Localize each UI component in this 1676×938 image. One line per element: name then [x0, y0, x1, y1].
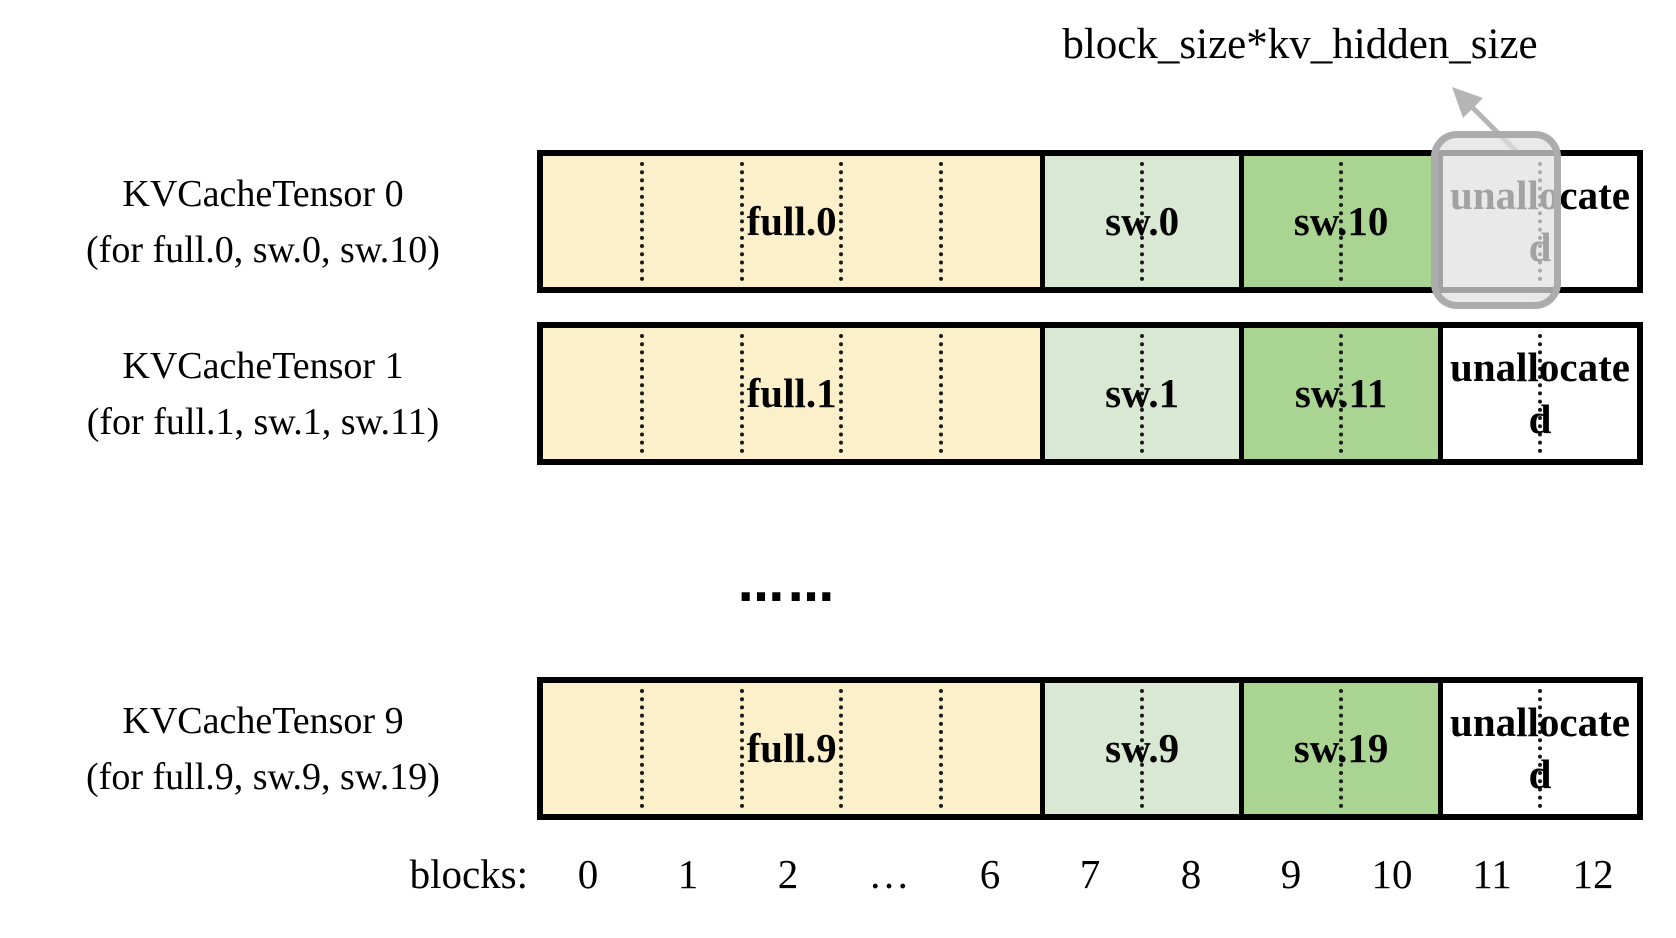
block-divider [739, 334, 744, 453]
segment-label: unallocated [1450, 699, 1630, 797]
tensor-row-9-label: KVCacheTensor 9 (for full.9, sw.9, sw.19… [24, 677, 502, 820]
segment-sw: sw.0 [1040, 156, 1240, 287]
segment-label: sw.10 [1293, 197, 1389, 244]
tensor-row-1-label: KVCacheTensor 1 (for full.1, sw.1, sw.11… [24, 322, 502, 465]
block-divider [839, 689, 844, 808]
block-divider [938, 689, 943, 808]
block-divider [640, 334, 645, 453]
tensor-subtitle: (for full.1, sw.1, sw.11) [86, 400, 440, 443]
block-size-highlight [1431, 131, 1561, 309]
segment-label: sw.11 [1294, 369, 1388, 416]
segment-sw: sw.11 [1239, 328, 1439, 459]
tensor-row-0-label: KVCacheTensor 0 (for full.0, sw.0, sw.10… [24, 150, 502, 293]
segment-sw: sw.9 [1040, 683, 1240, 814]
block-tick: 8 [1180, 851, 1202, 897]
block-divider [1538, 334, 1543, 453]
block-tick: 1 [677, 851, 699, 897]
tensor-title: KVCacheTensor 9 [122, 699, 404, 742]
tensor-title: KVCacheTensor 0 [122, 172, 404, 215]
segment-sw: sw.19 [1239, 683, 1439, 814]
block-divider [1140, 162, 1145, 281]
block-tick: 12 [1572, 851, 1614, 897]
segment-unallocated: unallocated [1438, 328, 1637, 459]
block-divider [640, 689, 645, 808]
block-tick: 9 [1280, 851, 1302, 897]
segment-label: sw.1 [1105, 369, 1180, 416]
segment-sw: sw.10 [1239, 156, 1439, 287]
segment-label: unallocated [1450, 344, 1630, 442]
block-divider [1339, 162, 1344, 281]
segment-label: full.9 [746, 724, 837, 771]
block-divider [1339, 689, 1344, 808]
block-divider [1538, 689, 1543, 808]
tensor-row-9-bar: full.9 sw.9 sw.19 unallocated [537, 677, 1643, 820]
tensor-subtitle: (for full.9, sw.9, sw.19) [86, 755, 440, 798]
block-tick: 10 [1371, 851, 1413, 897]
segment-label: sw.0 [1105, 197, 1180, 244]
block-divider [1140, 689, 1145, 808]
block-tick: … [868, 851, 910, 897]
block-tick: 6 [979, 851, 1001, 897]
block-size-annotation: block_size*kv_hidden_size [1062, 21, 1538, 68]
block-divider [839, 162, 844, 281]
segment-full: full.9 [543, 683, 1041, 814]
tensor-row-9: KVCacheTensor 9 (for full.9, sw.9, sw.19… [0, 677, 1676, 820]
segment-label: sw.9 [1105, 724, 1180, 771]
rows-ellipsis: …… [738, 558, 838, 612]
block-divider [640, 162, 645, 281]
segment-label: full.1 [746, 369, 837, 416]
tensor-row-1: KVCacheTensor 1 (for full.1, sw.1, sw.11… [0, 322, 1676, 465]
segment-unallocated: unallocated [1438, 683, 1637, 814]
tensor-row-0: KVCacheTensor 0 (for full.0, sw.0, sw.10… [0, 150, 1676, 293]
block-divider [1140, 334, 1145, 453]
segment-label: full.0 [746, 197, 837, 244]
block-tick: 7 [1079, 851, 1101, 897]
segment-full: full.1 [543, 328, 1041, 459]
block-tick: 2 [777, 851, 799, 897]
block-divider [739, 689, 744, 808]
tensor-subtitle: (for full.0, sw.0, sw.10) [86, 228, 440, 271]
tensor-row-1-bar: full.1 sw.1 sw.11 unallocated [537, 322, 1643, 465]
block-tick: 0 [577, 851, 599, 897]
tensor-title: KVCacheTensor 1 [122, 344, 404, 387]
block-divider [938, 334, 943, 453]
block-divider [839, 334, 844, 453]
block-divider [1339, 334, 1344, 453]
blocks-axis-label: blocks: [409, 851, 528, 897]
segment-full: full.0 [543, 156, 1041, 287]
block-divider [938, 162, 943, 281]
block-tick: 11 [1472, 851, 1512, 897]
block-divider [739, 162, 744, 281]
segment-sw: sw.1 [1040, 328, 1240, 459]
segment-label: sw.19 [1293, 724, 1389, 771]
